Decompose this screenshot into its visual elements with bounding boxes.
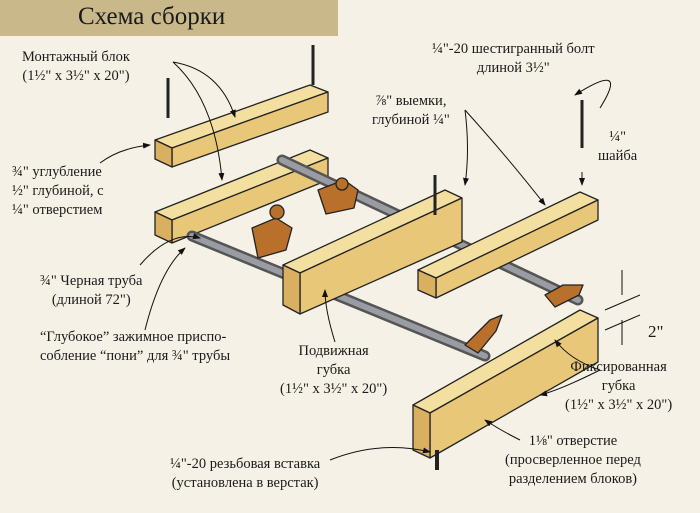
clamp-heads xyxy=(251,177,584,354)
fixed-mounting-block xyxy=(417,191,599,299)
title-banner xyxy=(0,0,338,36)
mounting-block-top xyxy=(154,84,329,168)
label-pipe: ¾" Черная труба(длиной 72") xyxy=(40,273,143,308)
label-washer: ¼"шайба xyxy=(598,129,638,164)
fixed-jaw xyxy=(412,309,599,459)
label-mounting-block: Монтажный блок(1½" x 3½" x 20") xyxy=(22,49,130,84)
label-clamp: “Глубокое” зажимное приспо-собление “пон… xyxy=(40,329,231,364)
dimension-2in xyxy=(604,270,641,345)
movable-jaw xyxy=(282,189,463,315)
label-notches: ⅞" выемки,глубиной ¼" xyxy=(372,93,450,128)
diagram-title: Схема сборки xyxy=(78,3,226,30)
label-dimension: 2" xyxy=(648,322,664,341)
label-threaded-insert: ¼"-20 резьбовая вставка(установлена в ве… xyxy=(170,456,321,491)
mounting-block-lower xyxy=(154,149,329,244)
